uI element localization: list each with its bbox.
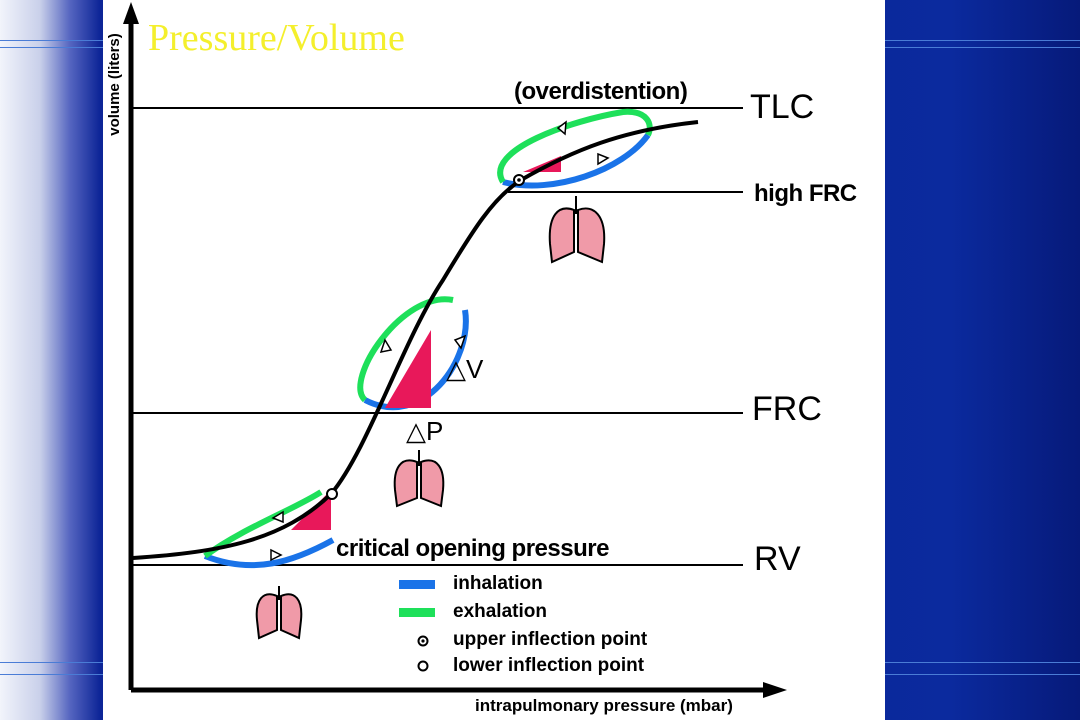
legend-inhalation-swatch — [399, 580, 435, 589]
legend-inhalation-label: inhalation — [453, 573, 543, 594]
legend-upper-inflection-label: upper inflection point — [453, 629, 648, 650]
tlc-label: TLC — [750, 88, 815, 126]
lung-icon-lower — [255, 586, 303, 640]
delta-triangle — [385, 330, 431, 408]
x-axis-label: intrapulmonary pressure (mbar) — [475, 696, 733, 715]
overdistention-label: (overdistention) — [514, 78, 688, 105]
pressure-volume-diagram — [123, 2, 787, 698]
lung-icon-middle — [393, 450, 445, 508]
delta-p-label: △P — [406, 416, 444, 446]
y-axis-arrow — [123, 2, 139, 24]
middle-inhalation-arrow — [453, 334, 467, 350]
lower-exhalation-arrow — [271, 510, 284, 524]
lower-inhalation-loop — [203, 537, 335, 569]
upper-inflection-dot — [517, 178, 521, 182]
upper-inhalation-arrow — [597, 152, 610, 166]
upper-exhalation-arrow — [556, 120, 567, 136]
slide-title: Pressure/Volume — [148, 17, 405, 59]
lower-inflection-point — [326, 488, 338, 500]
x-axis-arrow — [763, 682, 787, 698]
lung-icon-upper — [548, 196, 606, 264]
rv-label: RV — [754, 540, 801, 578]
upper-exhalation-loop — [497, 108, 653, 184]
legend-lower-inflection-symbol — [417, 660, 429, 672]
y-axis-label: volume (liters) — [105, 33, 123, 136]
legend-upper-inflection-dot — [421, 639, 425, 643]
legend-lower-inflection-label: lower inflection point — [453, 655, 645, 676]
diagram-panel: Pressure/Volume volume (liters) intrapul… — [103, 0, 885, 720]
upper-compliance-triangle — [523, 156, 561, 172]
lower-inhalation-arrow — [270, 548, 283, 562]
pressure-volume-curve — [132, 120, 699, 560]
delta-v-label: △V — [446, 354, 484, 384]
frc-label: FRC — [752, 390, 822, 428]
critical-opening-pressure-label: critical opening pressure — [336, 535, 609, 562]
high-frc-label: high FRC — [754, 180, 857, 207]
legend-exhalation-swatch — [399, 608, 435, 617]
middle-inhalation-loop — [363, 309, 469, 410]
middle-exhalation-arrow — [379, 338, 393, 353]
middle-exhalation-loop — [357, 296, 454, 403]
legend-exhalation-label: exhalation — [453, 601, 547, 622]
